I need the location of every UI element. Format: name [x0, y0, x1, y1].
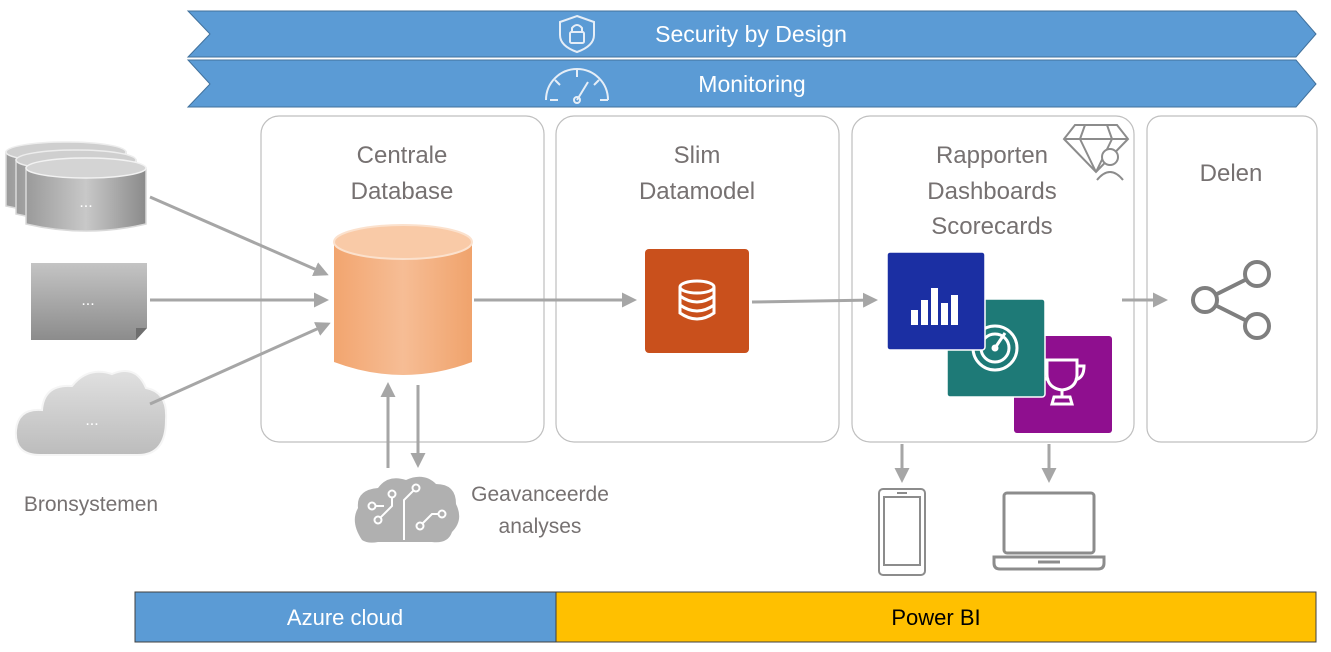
sources-caption: Bronsystemen — [24, 493, 158, 516]
arrow-datamodel-to-reports — [751, 292, 878, 308]
source-databases-icon: ... — [5, 141, 147, 232]
analytics-label-line1: Geavanceerde — [471, 483, 609, 506]
central-db-title-line2: Database — [351, 178, 454, 205]
central-db-title-line1: Centrale — [357, 142, 448, 169]
reports-title-line1: Rapporten — [936, 142, 1048, 169]
datamodel-title-line2: Datamodel — [639, 178, 755, 205]
power-bi-label: Power BI — [891, 605, 980, 630]
source-file-label: ... — [81, 292, 94, 309]
share-icon[interactable] — [1191, 260, 1271, 340]
flow-arrows — [149, 195, 1168, 483]
source-cloud-icon: ... — [14, 370, 168, 456]
source-db-label: ... — [79, 194, 92, 211]
laptop-icon — [992, 491, 1106, 571]
report-card — [886, 251, 986, 351]
azure-cloud-label: Azure cloud — [287, 605, 403, 630]
security-banner-label: Security by Design — [655, 21, 847, 47]
arrow-cloud-to-central — [149, 322, 331, 406]
arrow-db-to-central — [149, 195, 329, 277]
share-title: Delen — [1200, 160, 1263, 187]
azure-cloud-bar: Azure cloud — [134, 591, 557, 643]
datamodel-tile — [645, 249, 749, 353]
gauge-icon — [545, 68, 609, 104]
monitoring-banner: Monitoring — [186, 59, 1317, 108]
source-file-icon: ... — [31, 263, 147, 340]
bar-chart-icon — [911, 288, 958, 325]
shield-lock-icon — [559, 14, 595, 54]
datamodel-title-line1: Slim — [674, 142, 721, 169]
brain-circuit-icon — [354, 476, 460, 543]
diamond-user-icon — [1062, 124, 1130, 181]
monitoring-banner-label: Monitoring — [698, 71, 805, 97]
share-panel — [1146, 115, 1318, 443]
source-cloud-label: ... — [85, 412, 98, 429]
power-bi-bar: Power BI — [555, 591, 1317, 643]
reports-title-line2: Dashboards — [927, 178, 1056, 205]
security-banner: Security by Design — [186, 10, 1317, 58]
central-database-icon — [333, 224, 473, 375]
reports-title-line3: Scorecards — [931, 213, 1052, 240]
analytics-label-line2: analyses — [499, 515, 582, 538]
database-icon — [678, 279, 716, 321]
smartphone-icon — [878, 488, 926, 576]
